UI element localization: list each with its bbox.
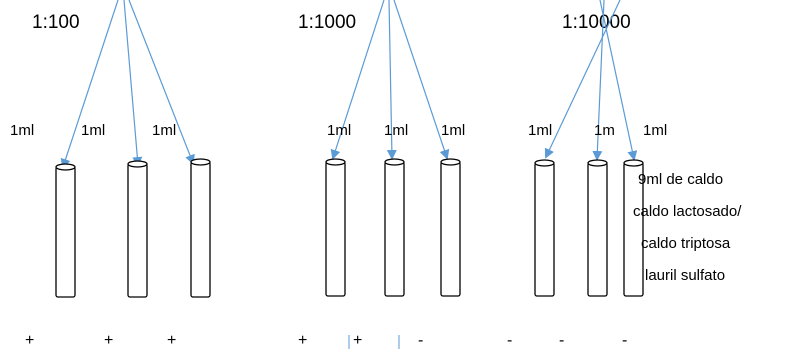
volume-label-5: 1ml (384, 122, 408, 139)
arrow-3 (128, 0, 195, 165)
medium-note-line-1: 9ml de caldo (638, 171, 723, 188)
result-sign-8: - (559, 332, 564, 349)
arrow-1 (60, 0, 119, 169)
volume-label-3: 1ml (152, 122, 176, 139)
result-sign-1: + (25, 332, 34, 349)
test-tube-6 (440, 158, 461, 297)
volume-label-7: 1ml (528, 122, 552, 139)
test-tube-4 (325, 158, 346, 297)
test-tube-5 (384, 158, 405, 297)
volume-label-6: 1ml (441, 122, 465, 139)
result-sign-5: + (353, 332, 362, 349)
medium-note-line-3: caldo triptosa (641, 235, 731, 252)
dilution-label-1: 1:100 (32, 12, 80, 33)
test-tube-3 (190, 158, 211, 298)
arrow-2 (123, 0, 143, 167)
dilution-label-2: 1:1000 (298, 12, 356, 33)
result-sign-2: + (104, 332, 113, 349)
result-sign-4: + (298, 332, 307, 349)
volume-label-1: 1ml (10, 122, 34, 139)
arrow-4 (330, 0, 385, 160)
result-sign-9: - (622, 332, 627, 349)
volume-label-2: 1ml (81, 122, 105, 139)
volume-label-4: 1ml (327, 122, 351, 139)
volume-label-9: 1ml (643, 122, 667, 139)
test-tube-9 (623, 159, 644, 297)
arrow-7 (544, 0, 621, 159)
test-tube-7 (534, 159, 555, 297)
medium-note-line-2: caldo lactosado/ (633, 203, 742, 220)
arrow-5 (386, 0, 397, 160)
test-tube-1 (55, 163, 76, 298)
dilution-label-3: 1:10000 (562, 12, 631, 33)
medium-note-line-4: lauril sulfato (645, 267, 725, 284)
result-sign-3: + (167, 332, 176, 349)
arrow-8 (592, 0, 605, 161)
result-sign-6: - (418, 332, 423, 349)
arrow-6 (393, 0, 450, 160)
test-tube-2 (127, 160, 148, 298)
arrow-9 (599, 0, 638, 161)
result-sign-7: - (507, 332, 512, 349)
volume-label-8: 1m (594, 122, 615, 139)
test-tube-8 (587, 159, 608, 297)
